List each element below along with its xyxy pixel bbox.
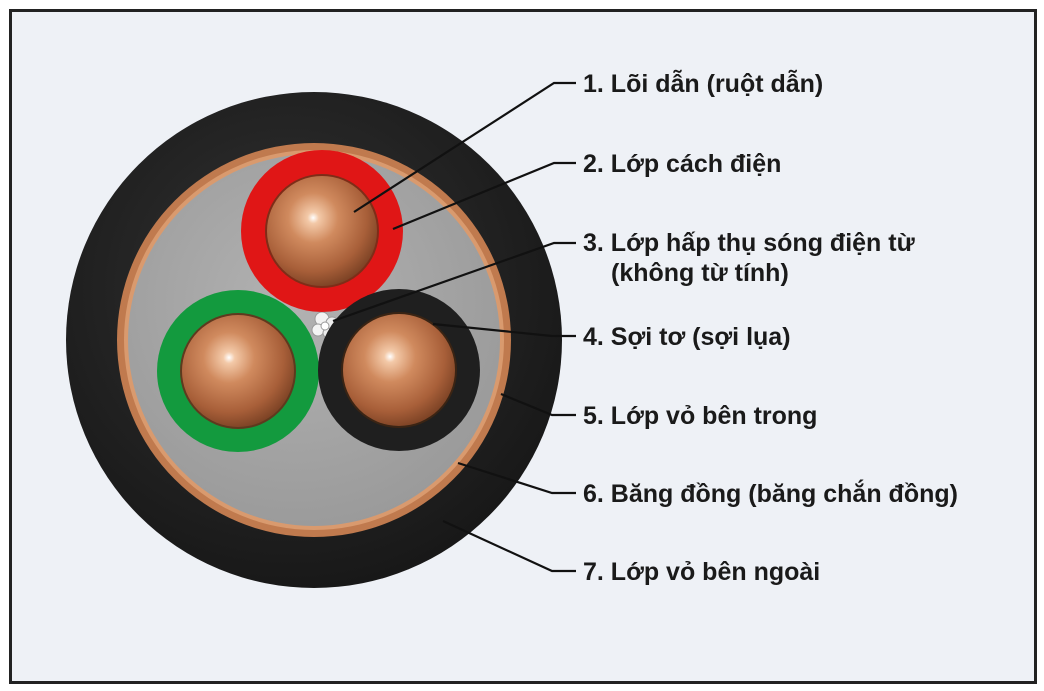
- label-3: 3. Lớp hấp thụ sóng điện từ: [583, 229, 916, 257]
- leader-line-6: [457, 461, 576, 495]
- core-black: [318, 289, 480, 451]
- label-3-line-2: (không từ tính): [611, 259, 789, 287]
- core-green: [157, 290, 319, 452]
- leader-line-4: [432, 322, 576, 338]
- label-1: 1. Lõi dẫn (ruột dẫn): [583, 68, 823, 98]
- label-6: 6. Băng đồng (băng chắn đồng): [583, 478, 958, 508]
- label-4: 4. Sợi tơ (sợi lụa): [583, 323, 791, 351]
- conductor-red: [267, 176, 377, 286]
- conductor-black: [343, 314, 455, 426]
- conductor-green: [182, 315, 294, 427]
- core-red: [241, 150, 403, 312]
- leader-line-2: [392, 161, 576, 231]
- label-2: 2. Lớp cách điện: [583, 150, 781, 178]
- label-7: 7. Lớp vỏ bên ngoài: [583, 558, 820, 586]
- leader-line-3: [332, 241, 576, 323]
- leader-line-7: [442, 520, 576, 573]
- label-5: 5. Lớp vỏ bên trong: [583, 402, 817, 430]
- leader-line-5: [500, 392, 576, 417]
- leader-line-1: [353, 81, 576, 213]
